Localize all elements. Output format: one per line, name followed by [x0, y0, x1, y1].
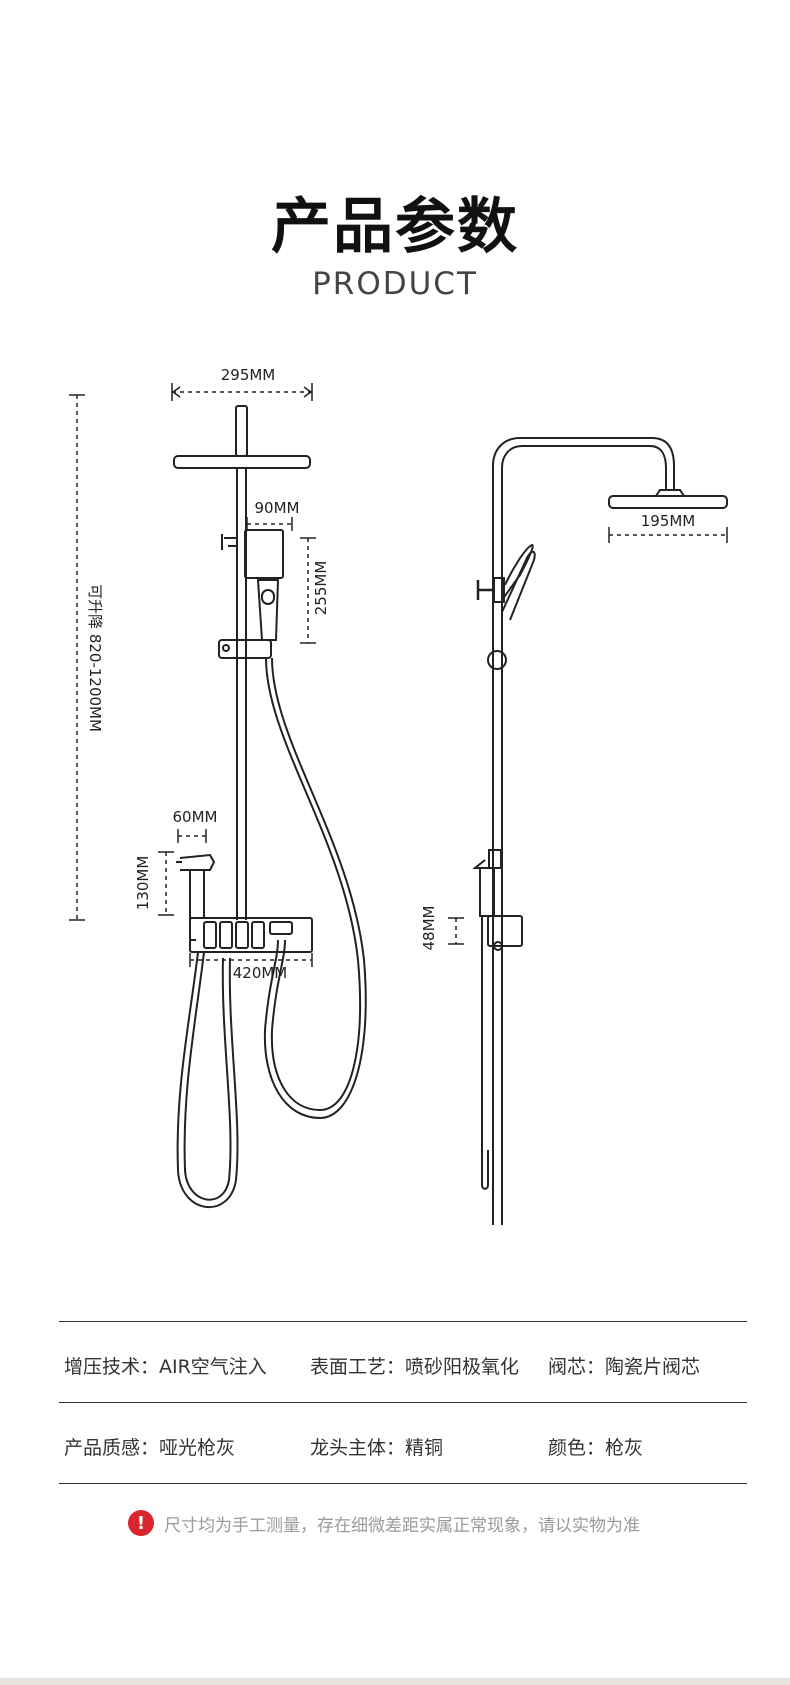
- dim-line-spray-height: [158, 851, 174, 916]
- spec-surface-process: 表面工艺：喷砂阳极氧化: [310, 1356, 520, 1378]
- product-dimension-diagram: 295MM 90MM 255MM 可升降 820-1200MM 60MM 130…: [69, 366, 728, 1225]
- dim-line-shelf-width: [189, 953, 313, 967]
- page-title: 产品参数: [271, 192, 519, 262]
- label-handshower-width: 90MM: [255, 499, 300, 517]
- label-shelf-width: 420MM: [233, 964, 288, 982]
- label-spray-height: 130MM: [134, 856, 152, 911]
- dim-line-head-width: [171, 383, 313, 401]
- spec-valve-core: 阀芯：陶瓷片阀芯: [548, 1356, 701, 1378]
- bottom-strip: [0, 1678, 790, 1685]
- label-side-head-width: 195MM: [641, 512, 696, 530]
- dim-line-height-range: [69, 394, 85, 921]
- label-spray-width: 60MM: [173, 808, 218, 826]
- spec-body-material: 龙头主体：精铜: [310, 1437, 444, 1459]
- divider-middle: [59, 1402, 747, 1403]
- divider-top: [59, 1321, 747, 1322]
- dim-line-handshower-height: [300, 537, 316, 644]
- spec-texture: 产品质感：哑光枪灰: [64, 1437, 236, 1459]
- front-view: [69, 383, 367, 1208]
- spec-pressure-tech: 增压技术：AIR空气注入: [64, 1356, 267, 1378]
- measurement-note: ! 尺寸均为手工测量，存在细微差距实属正常现象，请以实物为准: [128, 1510, 640, 1536]
- dim-line-spray-width: [177, 829, 207, 843]
- label-head-width: 295MM: [221, 366, 276, 384]
- warning-icon: !: [128, 1510, 154, 1536]
- label-handshower-height: 255MM: [312, 561, 330, 616]
- divider-bottom: [59, 1483, 747, 1484]
- note-text: 尺寸均为手工测量，存在细微差距实属正常现象，请以实物为准: [164, 1515, 640, 1536]
- spec-color: 颜色：枪灰: [548, 1437, 644, 1459]
- dim-line-side-head-width: [608, 527, 728, 543]
- dim-line-side-holder-height: [448, 917, 464, 945]
- side-view: [448, 437, 728, 1225]
- dim-line-handshower-width: [246, 517, 293, 531]
- page-subtitle: PRODUCT: [312, 266, 478, 302]
- label-side-holder-height: 48MM: [420, 906, 438, 951]
- label-height-range: 可升降 820-1200MM: [86, 584, 104, 732]
